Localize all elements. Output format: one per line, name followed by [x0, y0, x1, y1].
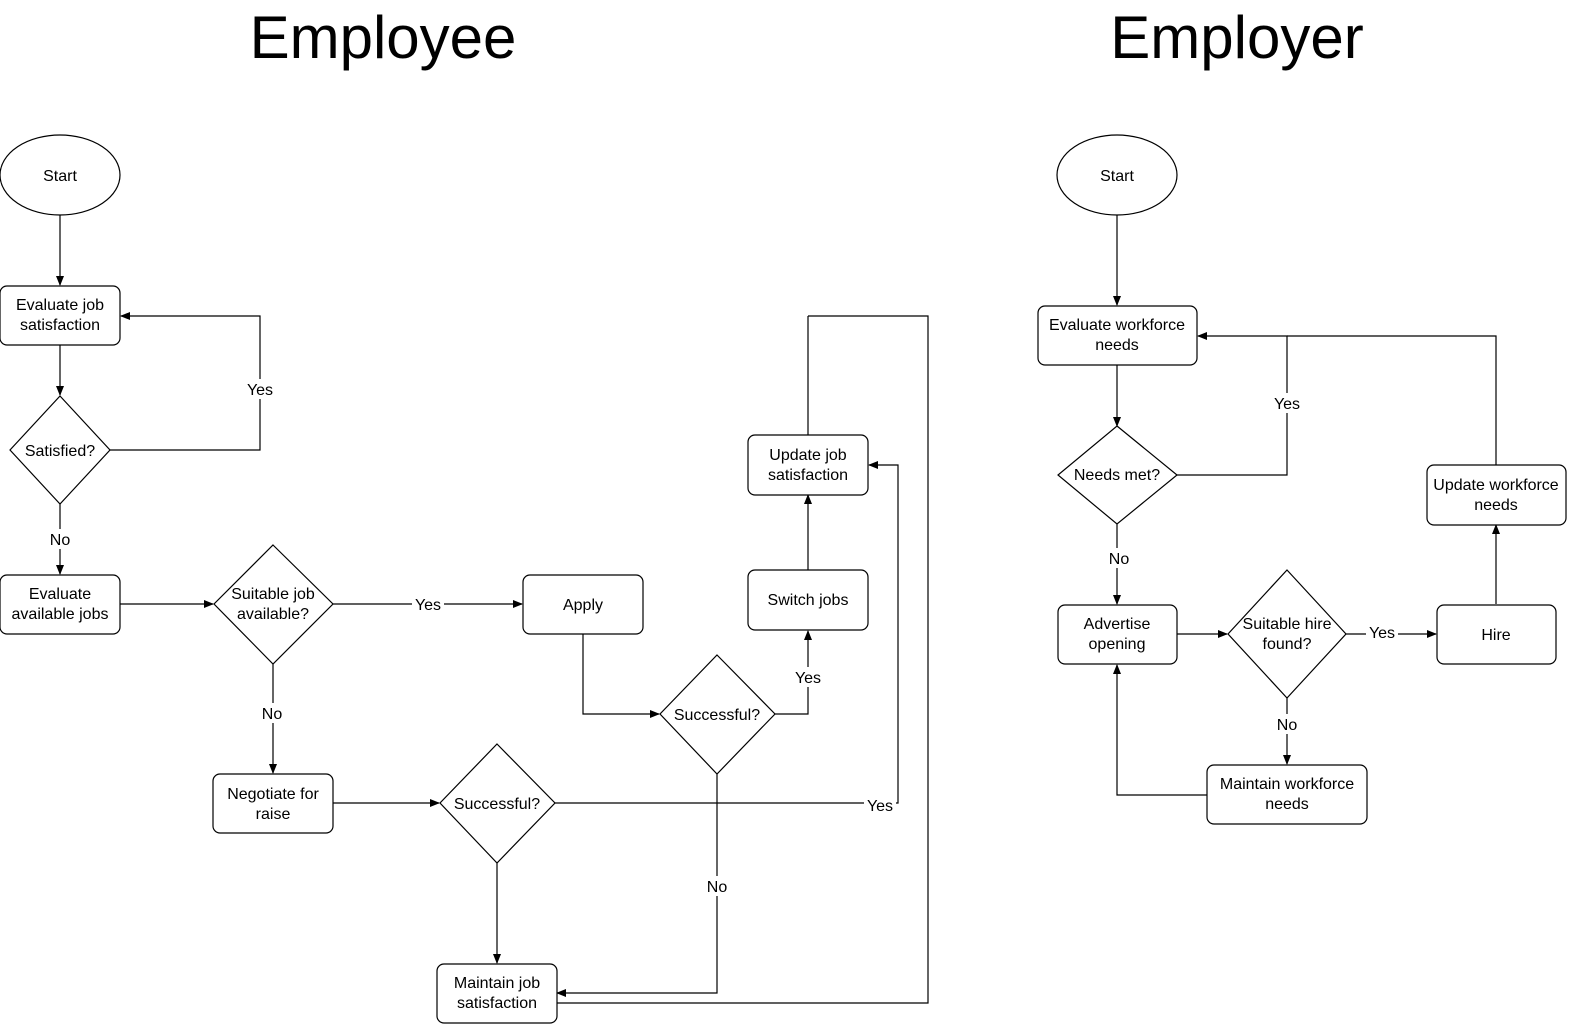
employee-title: Employee — [250, 4, 517, 71]
suitable-hire-found-decision[interactable]: Suitable hire found? — [1227, 569, 1347, 699]
node-label-line1: Evaluate workforce — [1049, 317, 1185, 334]
node-label: Start — [1100, 168, 1134, 185]
edge-successful-apply-no — [556, 774, 718, 997]
node-label-line1: Evaluate — [29, 586, 91, 603]
label-satisfied-yes: Yes — [247, 382, 273, 399]
node-label-line1: Suitable hire — [1243, 616, 1332, 633]
node-label-line1: Advertise — [1084, 616, 1151, 633]
apply-node[interactable]: Apply — [522, 574, 644, 635]
node-label-line2: needs — [1095, 337, 1139, 354]
suitable-job-available-decision[interactable]: Suitable job available? — [213, 544, 334, 665]
node-label: Successful? — [674, 707, 760, 724]
switch-jobs-node[interactable]: Switch jobs — [747, 569, 869, 631]
edge-satisfied-yes — [110, 312, 261, 451]
employer-start-node[interactable]: Start — [1056, 134, 1178, 216]
label-suitable-hire-no: No — [1277, 717, 1298, 734]
employer-edge-labels: Yes No Yes No — [1106, 393, 1398, 734]
node-label: Successful? — [454, 796, 540, 813]
label-successful-apply-yes: Yes — [795, 670, 821, 687]
node-label: Apply — [563, 597, 603, 614]
label-needs-met-no: No — [1109, 551, 1130, 568]
label-suitable-no: No — [262, 706, 283, 723]
employee-edge-labels: Yes No Yes No Yes No Yes — [47, 379, 896, 896]
edge-maintain-to-evaluate — [557, 315, 929, 1004]
edge-apply-to-successful — [582, 634, 660, 718]
update-workforce-needs-node[interactable]: Update workforce needs — [1426, 464, 1567, 526]
needs-met-decision[interactable]: Needs met? — [1057, 425, 1178, 525]
node-label: Satisfied? — [25, 443, 95, 460]
satisfied-decision[interactable]: Satisfied? — [9, 395, 111, 505]
edge-successful-apply-yes — [775, 630, 812, 715]
evaluate-job-satisfaction-node[interactable]: Evaluate job satisfaction — [0, 285, 121, 346]
node-label-line1: Suitable job — [231, 586, 315, 603]
edge-maintain-to-advertise — [1113, 664, 1207, 796]
node-label-line1: Maintain job — [454, 975, 540, 992]
node-label-line1: Update workforce — [1433, 477, 1558, 494]
node-label-line2: raise — [256, 806, 291, 823]
hire-node[interactable]: Hire — [1436, 604, 1557, 665]
node-label-line2: satisfaction — [457, 995, 537, 1012]
node-label: Start — [43, 168, 77, 185]
node-label-line2: needs — [1474, 497, 1518, 514]
label-needs-met-yes: Yes — [1274, 396, 1300, 413]
node-label-line2: needs — [1265, 796, 1309, 813]
label-suitable-hire-yes: Yes — [1369, 625, 1395, 642]
maintain-workforce-needs-node[interactable]: Maintain workforce needs — [1206, 764, 1368, 825]
node-label-line2: satisfaction — [20, 317, 100, 334]
label-suitable-yes: Yes — [415, 597, 441, 614]
node-label: Needs met? — [1074, 467, 1160, 484]
employer-title: Employer — [1110, 4, 1363, 71]
negotiate-for-raise-node[interactable]: Negotiate for raise — [212, 773, 334, 834]
evaluate-available-jobs-node[interactable]: Evaluate available jobs — [0, 574, 121, 635]
node-label-line1: Negotiate for — [227, 786, 319, 803]
employee-start-node[interactable]: Start — [0, 134, 121, 216]
node-label-line2: found? — [1263, 636, 1312, 653]
advertise-opening-node[interactable]: Advertise opening — [1057, 604, 1178, 665]
node-label-line1: Evaluate job — [16, 297, 104, 314]
node-label-line1: Maintain workforce — [1220, 776, 1354, 793]
node-label-line2: available jobs — [12, 606, 109, 623]
node-label-line2: available? — [237, 606, 309, 623]
label-successful-raise-yes: Yes — [867, 798, 893, 815]
node-label-line2: opening — [1089, 636, 1146, 653]
update-job-satisfaction-node[interactable]: Update job satisfaction — [747, 434, 869, 496]
label-successful-apply-no: No — [707, 879, 728, 896]
successful-raise-decision[interactable]: Successful? — [439, 743, 556, 864]
node-label-line2: satisfaction — [768, 467, 848, 484]
node-label: Hire — [1481, 627, 1510, 644]
edge-update-to-evaluate-workforce — [1287, 335, 1497, 465]
maintain-job-satisfaction-node[interactable]: Maintain job satisfaction — [436, 963, 558, 1024]
evaluate-workforce-needs-node[interactable]: Evaluate workforce needs — [1037, 305, 1198, 366]
edge-successful-raise-yes — [555, 461, 899, 804]
node-label: Switch jobs — [768, 592, 849, 609]
node-label-line1: Update job — [769, 447, 846, 464]
label-satisfied-no: No — [50, 532, 71, 549]
successful-apply-decision[interactable]: Successful? — [659, 654, 776, 775]
